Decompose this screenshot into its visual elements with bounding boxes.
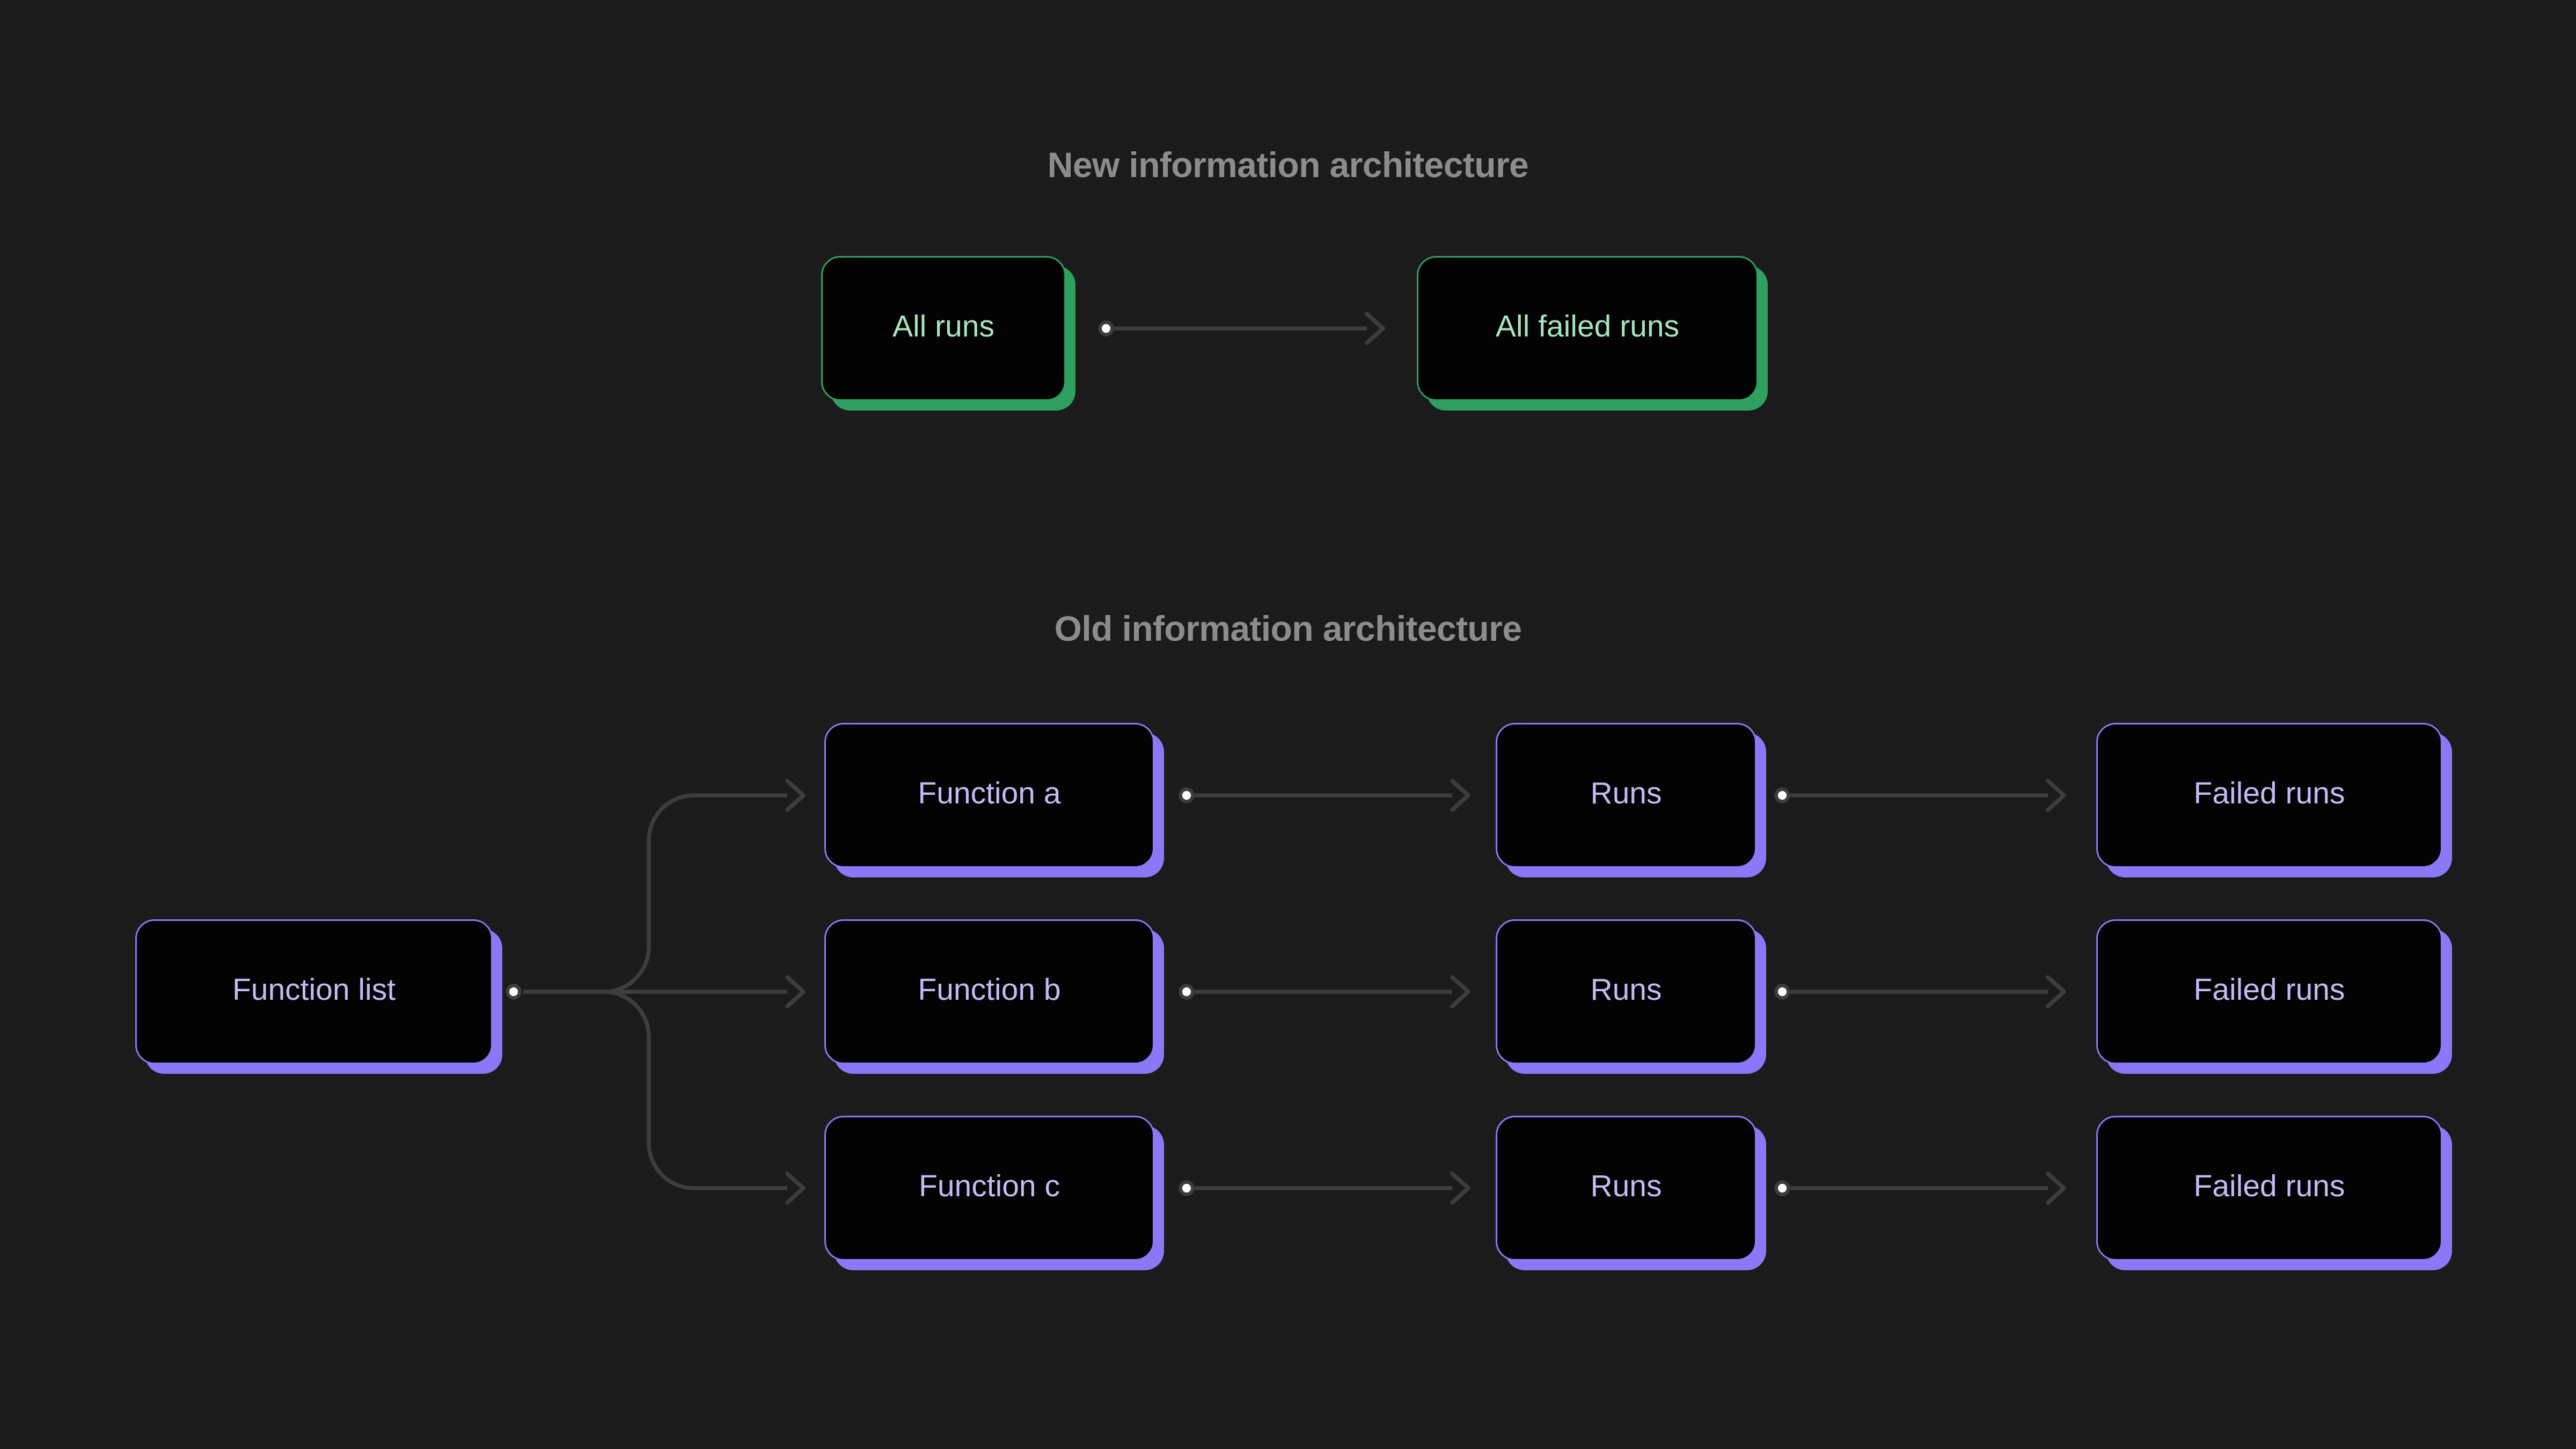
edge-all-runs-to-all-failed-runs <box>1098 312 1385 345</box>
edge-arrowhead <box>2046 975 2066 1008</box>
node-label: Function list <box>232 974 396 1008</box>
edge-line-to-function-c <box>523 990 787 1190</box>
edge-function-c-to-runs <box>1179 1172 1470 1205</box>
node-function-c: Function c <box>824 1116 1154 1261</box>
node-label: Failed runs <box>2193 778 2345 811</box>
node-failed-runs-a: Failed runs <box>2096 723 2442 868</box>
node-function-b: Function b <box>824 919 1154 1064</box>
node-runs-c: Runs <box>1496 1116 1757 1261</box>
node-label: Function b <box>918 974 1061 1008</box>
edge-runs-b-to-failed-runs <box>1774 975 2066 1008</box>
edge-arrowhead <box>1450 1172 1470 1205</box>
connector-dot-core <box>1777 987 1787 997</box>
edge-arrowhead <box>785 975 806 1008</box>
node-label: Runs <box>1590 778 1662 811</box>
edge-arrowhead <box>785 779 806 812</box>
edge-arrowhead <box>2046 779 2066 812</box>
node-runs-b: Runs <box>1496 919 1757 1064</box>
section-title-old: Old information architecture <box>1054 609 1522 649</box>
connector-dot-core <box>1182 791 1191 800</box>
edge-function-b-to-runs <box>1179 975 1470 1008</box>
node-label: All runs <box>892 311 995 345</box>
edge-arrowhead <box>1365 312 1385 345</box>
edge-runs-c-to-failed-runs <box>1774 1172 2066 1205</box>
edge-arrowhead <box>1450 779 1470 812</box>
node-label: Runs <box>1590 974 1662 1008</box>
node-label: Failed runs <box>2193 1170 2345 1204</box>
node-label: All failed runs <box>1495 311 1680 345</box>
edge-arrowhead <box>785 1172 806 1205</box>
node-label: Runs <box>1590 1170 1662 1204</box>
edge-function-list-fork <box>506 779 806 1205</box>
node-label: Failed runs <box>2193 974 2345 1008</box>
node-label: Function c <box>919 1170 1060 1204</box>
node-all-runs: All runs <box>821 256 1066 401</box>
node-failed-runs-c: Failed runs <box>2096 1116 2442 1261</box>
edge-line-to-function-a <box>523 793 787 994</box>
node-all-failed-runs: All failed runs <box>1417 256 1758 401</box>
node-label: Function a <box>918 778 1061 811</box>
connector-dot-core <box>1777 1183 1787 1193</box>
connector-dot-core <box>1101 324 1111 333</box>
node-function-list: Function list <box>135 919 493 1064</box>
connector-dot-core <box>509 987 518 997</box>
node-failed-runs-b: Failed runs <box>2096 919 2442 1064</box>
edge-arrowhead <box>1450 975 1470 1008</box>
connector-dot-core <box>1182 987 1191 997</box>
section-title-new: New information architecture <box>1047 145 1529 185</box>
connector-dot-core <box>1777 791 1787 800</box>
edge-function-a-to-runs <box>1179 779 1470 812</box>
edge-runs-a-to-failed-runs <box>1774 779 2066 812</box>
connector-dot-core <box>1182 1183 1191 1193</box>
node-function-a: Function a <box>824 723 1154 868</box>
node-runs-a: Runs <box>1496 723 1757 868</box>
edge-arrowhead <box>2046 1172 2066 1205</box>
